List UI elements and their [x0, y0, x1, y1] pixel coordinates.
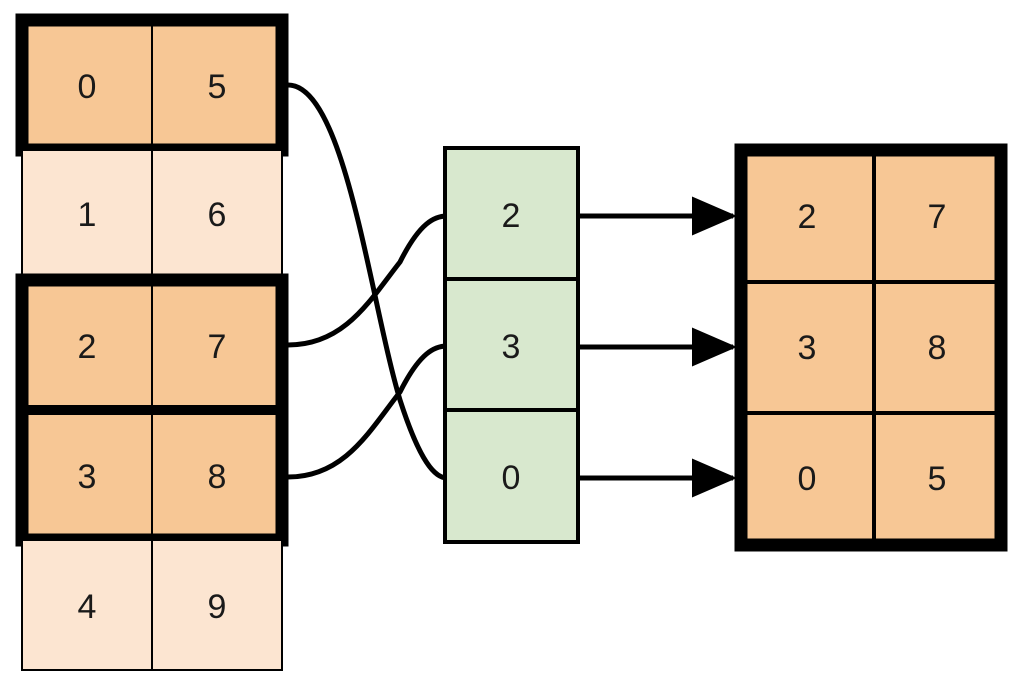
source-cell-3-0-label: 3	[78, 458, 97, 496]
result-array: 2 7 3 8 0 5	[734, 143, 1008, 552]
source-row-4[interactable]: 4 9	[21, 539, 283, 671]
source-row-3[interactable]: 3 8	[21, 409, 283, 541]
source-cell-3-1[interactable]	[151, 409, 283, 541]
result-cell-2-0[interactable]	[739, 411, 876, 547]
connector-curves	[285, 82, 450, 481]
source-cell-1-0-label: 1	[78, 196, 97, 234]
index-cell-2-label: 0	[502, 459, 521, 497]
source-cell-1-1-label: 6	[208, 196, 227, 234]
source-cell-0-1[interactable]	[151, 19, 283, 151]
connector-row0-to-index2	[285, 82, 450, 481]
connector-row3-to-index1	[285, 343, 450, 480]
source-row-2[interactable]: 2 7	[21, 279, 283, 411]
result-cell-2-0-label: 0	[798, 460, 817, 498]
index-cell-0-label: 2	[502, 197, 521, 235]
result-cell-2-1-label: 5	[928, 460, 947, 498]
source-array: 0 5 1 6 2 7 3 8	[15, 13, 289, 671]
source-cell-4-1-label: 9	[208, 588, 227, 626]
result-cell-0-0-label: 2	[798, 198, 817, 236]
result-cell-1-0-label: 3	[798, 329, 817, 367]
source-cell-0-0[interactable]	[21, 19, 153, 151]
result-cell-0-1-label: 7	[928, 198, 947, 236]
index-cell-1-label: 3	[502, 328, 521, 366]
result-arrows	[578, 196, 738, 498]
source-cell-4-0[interactable]	[21, 539, 153, 671]
source-row-1[interactable]: 1 6	[21, 149, 283, 281]
source-row-0[interactable]: 0 5	[15, 13, 289, 157]
source-cell-3-1-label: 8	[208, 458, 227, 496]
result-row-1[interactable]: 3 8	[739, 280, 1003, 415]
connector-row2-to-index0	[285, 213, 450, 348]
result-cell-1-1[interactable]	[872, 280, 1003, 415]
index-array: 2 3 0	[443, 146, 580, 544]
index-cell-1[interactable]	[443, 277, 580, 412]
source-cell-2-0-label: 2	[78, 328, 97, 366]
result-table-highlight-border	[734, 143, 1008, 552]
source-cell-4-0-label: 4	[78, 588, 97, 626]
source-cell-0-0-label: 0	[78, 68, 97, 106]
result-row-2[interactable]: 0 5	[739, 411, 1003, 547]
result-row-0[interactable]: 2 7	[739, 148, 1003, 284]
source-cell-0-1-label: 5	[208, 68, 227, 106]
source-cell-1-1[interactable]	[151, 149, 283, 281]
source-cell-2-1-label: 7	[208, 328, 227, 366]
source-cell-2-1[interactable]	[151, 279, 283, 411]
source-cell-4-1[interactable]	[151, 539, 283, 671]
result-cell-1-1-label: 8	[928, 329, 947, 367]
